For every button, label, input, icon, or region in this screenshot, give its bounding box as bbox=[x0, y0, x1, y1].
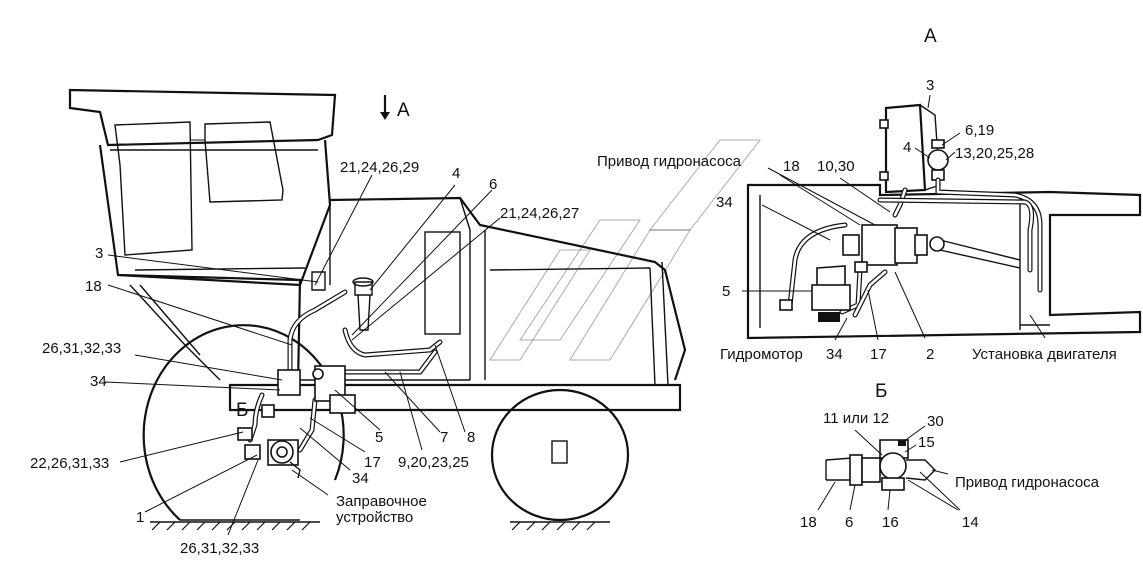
label-18: 18 bbox=[85, 278, 102, 295]
b-label-18: 18 bbox=[800, 514, 817, 531]
a-label-10-30: 10,30 bbox=[817, 158, 855, 175]
label-1: 1 bbox=[136, 509, 144, 526]
b-label-16: 16 bbox=[882, 514, 899, 531]
a-label-engine: Установка двигателя bbox=[972, 346, 1117, 363]
a-label-17: 17 bbox=[870, 346, 887, 363]
label-3: 3 bbox=[95, 245, 103, 262]
label-9-20-23-25: 9,20,23,25 bbox=[398, 454, 469, 471]
view-a-filter bbox=[927, 139, 949, 181]
a-label-34-top: 34 bbox=[716, 194, 733, 211]
a-label-18: 18 bbox=[783, 158, 800, 175]
a-label-3: 3 bbox=[926, 77, 934, 94]
engine-plate bbox=[746, 183, 1142, 340]
label-21-24-26-27: 21,24,26,27 bbox=[500, 205, 579, 222]
label-34-left: 34 bbox=[90, 373, 107, 390]
view-a-hydromotor bbox=[779, 265, 851, 322]
a-label-2: 2 bbox=[926, 346, 934, 363]
a-label-4: 4 bbox=[903, 139, 911, 156]
view-a-lines bbox=[787, 177, 1043, 318]
rear-wheel bbox=[490, 388, 630, 522]
hood-hatching bbox=[489, 139, 762, 361]
view-a-leaders bbox=[742, 94, 1046, 341]
b-label-pump-drive: Привод гидронасоса bbox=[955, 474, 1100, 491]
chassis-frame bbox=[228, 383, 682, 412]
ground bbox=[150, 521, 610, 531]
cab-roof bbox=[68, 88, 337, 147]
view-b-arrow-label: Б bbox=[236, 400, 248, 421]
label-7: 7 bbox=[440, 429, 448, 446]
b-label-11-or-12: 11 или 12 bbox=[823, 410, 889, 427]
a-label-6-19: 6,19 bbox=[965, 122, 994, 139]
label-22-26-31-33: 22,26,31,33 bbox=[30, 455, 109, 472]
view-a-labels: А 3 6,19 4 13,20,25,28 Привод гидронасос… bbox=[597, 26, 1117, 363]
hydraulic-lines bbox=[247, 289, 443, 453]
a-label-hydromotor: Гидромотор bbox=[720, 346, 803, 363]
view-b-labels: Б 11 или 12 30 15 Привод гидронасоса 18 … bbox=[800, 381, 1100, 531]
view-a bbox=[746, 103, 1142, 340]
radiator bbox=[424, 231, 461, 335]
cab-window-right bbox=[204, 121, 284, 203]
oil-filter bbox=[352, 277, 374, 331]
label-8: 8 bbox=[467, 429, 475, 446]
cab-body bbox=[98, 139, 332, 287]
b-label-14: 14 bbox=[962, 514, 979, 531]
b-label-15: 15 bbox=[918, 434, 935, 451]
b-label-30: 30 bbox=[927, 413, 944, 430]
view-b bbox=[825, 439, 936, 491]
view-b-leaders bbox=[817, 425, 961, 511]
label-4: 4 bbox=[452, 165, 460, 182]
a-label-34-bottom: 34 bbox=[826, 346, 843, 363]
label-refuel-line1: Заправочное bbox=[336, 493, 427, 510]
view-a-arrow-label: А bbox=[397, 100, 410, 121]
cab-window-left bbox=[114, 121, 193, 256]
oil-tank bbox=[311, 271, 326, 291]
label-6: 6 bbox=[489, 176, 497, 193]
a-label-13-20-25-28: 13,20,25,28 bbox=[955, 145, 1034, 162]
machine-side-view bbox=[68, 88, 762, 531]
view-a-title: А bbox=[924, 26, 937, 47]
label-21-24-26-29: 21,24,26,29 bbox=[340, 159, 419, 176]
pump-assembly bbox=[237, 365, 356, 479]
main-labels: А 21,24,26,29 4 6 21,24,26,27 3 18 26,31… bbox=[30, 100, 579, 557]
main-leaders bbox=[104, 174, 501, 536]
label-26-31-32-33-bottom: 26,31,32,33 bbox=[180, 540, 259, 557]
b-label-6: 6 bbox=[845, 514, 853, 531]
label-5: 5 bbox=[375, 429, 383, 446]
label-26-31-32-33-top: 26,31,32,33 bbox=[42, 340, 121, 357]
view-b-title: Б bbox=[875, 381, 887, 402]
a-label-pump-drive: Привод гидронасоса bbox=[597, 153, 742, 170]
label-34-bottom: 34 bbox=[352, 470, 369, 487]
a-label-5: 5 bbox=[722, 283, 730, 300]
label-refuel-line2: устройство bbox=[336, 509, 413, 526]
label-17: 17 bbox=[364, 454, 381, 471]
view-a-pump bbox=[842, 224, 945, 273]
